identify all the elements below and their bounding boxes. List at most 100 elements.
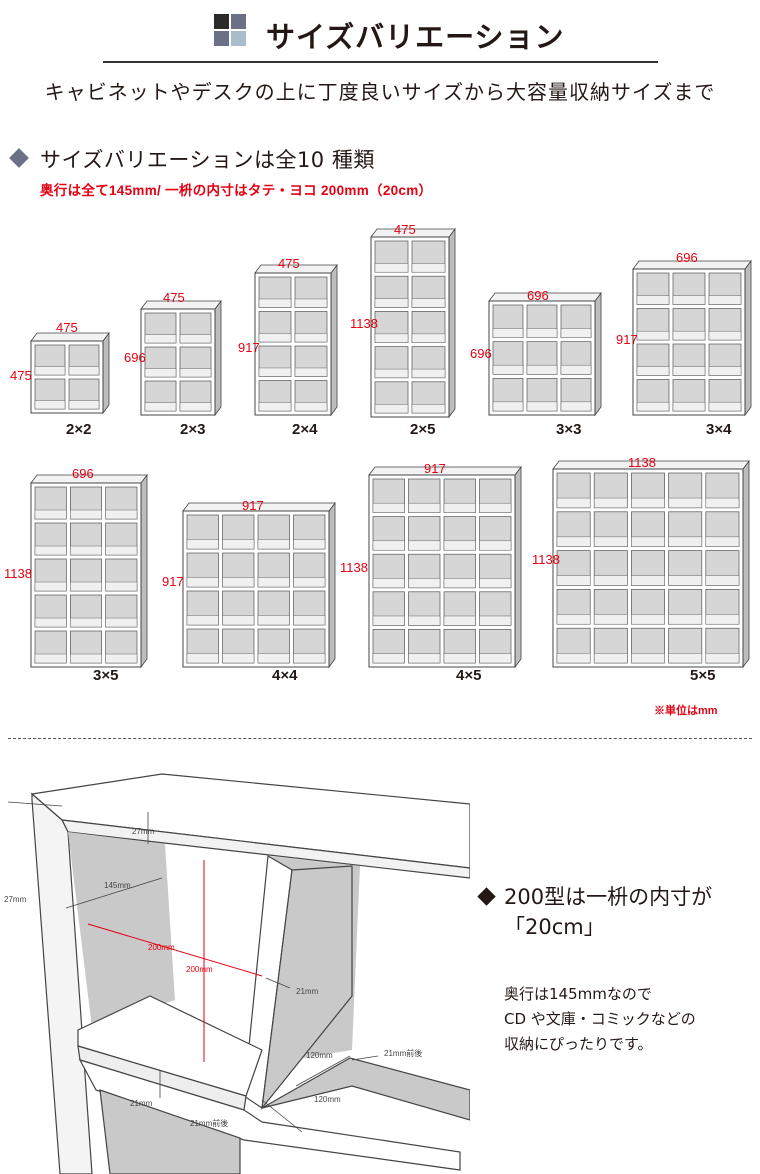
shelf-side-panel [742,460,750,669]
shelf-2×2-width-label: 475 [56,320,78,335]
shelf-cell-floor [560,328,592,338]
shelf-cell-floor [144,334,177,344]
detail-body-line2: CD や文庫・コミックなどの [504,1010,696,1028]
shelf-cell-floor [443,615,476,626]
shelf-cell-floor [70,581,102,592]
shelf-3×4-height-label: 917 [616,332,638,347]
shelf-cell-floor [34,545,67,556]
page-subtitle: キャビネットやデスクの上に丁度良いサイズから大容量収納サイズまで [44,80,716,104]
shelf-cell-floor [408,653,441,664]
shelf-cell-floor [443,653,476,664]
shelf-cell-floor [479,653,512,664]
shelf-cell-floor [258,333,292,343]
shelf-cell-floor [294,402,328,412]
logo-square-4 [231,31,246,46]
shelf-cell-floor [293,577,326,588]
shelf-cell-floor [593,497,628,509]
top-board-label: 27mm [132,827,155,836]
shelf-2×3-size-label: 2×3 [180,421,206,438]
shelf-cell-floor [560,364,592,375]
shelf-cell-floor [179,368,212,378]
shelf-cell-floor [222,577,255,588]
shelf-cell-floor [372,578,405,589]
shelf-2×4-drawing [254,264,338,417]
shelf-cell-floor [668,614,703,625]
side-board-label: 27mm [4,895,27,904]
shelf-cell-floor [631,536,665,547]
shelf-cell-floor [411,404,446,414]
shelf-cell-floor [68,400,100,410]
shelf-cell-floor [556,536,591,547]
shelf-cell-floor [408,502,441,513]
shelf-cell-floor [668,575,703,586]
shelf-cell-floor [443,540,476,551]
shelf-2×2-drawing [30,332,110,415]
shelf-cell-floor [411,333,446,343]
shelf-cell-floor [479,615,512,626]
shelf-cell-floor [374,333,409,343]
shelf-cell-floor [105,653,138,664]
shelf-2×3-drawing [140,300,222,417]
depth-120a-label: 120mm [306,1051,333,1060]
shelf-cell-floor [636,330,670,341]
shelf-cell-floor [668,653,703,664]
shelf-cell-floor [705,653,740,664]
shelf-side-panel [140,474,148,669]
logo-square-1 [214,14,229,29]
shelf-side-panel [594,292,602,417]
shelf-cell-floor [70,509,102,520]
shelf-cell-floor [186,653,219,664]
shelf-3×5-size-label: 3×5 [93,667,119,684]
shelf-cell-floor [294,367,328,377]
shelf-cell-floor [443,502,476,513]
shelf-cell-floor [492,401,524,412]
shelf-side-panel [102,332,110,415]
shelf-2×5-size-label: 2×5 [410,421,436,438]
shelf-cell-floor [257,539,290,550]
shelf-cell-floor [631,614,665,625]
shelf-cell-floor [672,401,706,412]
shelf-2×4-size-label: 2×4 [292,421,318,438]
shelf-cell-floor [294,298,328,308]
shelf-cell-floor [479,502,512,513]
detail-heading-line2: 「20cm」 [504,915,605,939]
shelf-cell-floor [708,330,742,341]
shelf-label: 21mm [130,1099,153,1108]
shelf-2×2-size-label: 2×2 [66,421,92,438]
shelf-cell-floor [374,263,409,273]
shelf-cell-floor [34,653,67,664]
shelf-cell-floor [636,401,670,412]
shelf-cell-floor [258,402,292,412]
shelf-2×5-drawing [370,228,456,419]
shelf-cell-floor [668,536,703,547]
shelf-4×4-drawing [182,502,336,669]
shelf-3×3-height-label: 696 [470,346,492,361]
shelf-4×4-size-label: 4×4 [272,667,298,684]
shelf-cell-floor [105,509,138,520]
shelf-side-panel [328,502,336,669]
shelf-cell-floor [374,298,409,308]
shelf-cell-floor [372,502,405,513]
shelf-detail-diagram: 27mm 27mm 145mm 200mm 200mm 21mm 120mm 2… [4,773,470,1174]
section-divider [8,738,752,739]
depth-120b-label: 120mm [314,1095,341,1104]
shelf-cell-floor [560,401,592,412]
shelf-4×5-drawing [368,466,522,669]
title-rule [103,61,658,63]
shelf-cell-floor [526,328,558,338]
shelf-cell-floor [411,298,446,308]
shelf-5×5-height-label: 1138 [532,552,560,567]
detail-body: 奥行は145mmなので CD や文庫・コミックなどの 収納にぴったりです。 [504,982,696,1057]
shelf-cell-floor [631,575,665,586]
logo-square-3 [214,31,229,46]
shelf-cell-floor [222,539,255,550]
logo-square-2 [231,14,246,29]
shelf-cell-floor [222,615,255,626]
shelf-cell-floor [105,581,138,592]
shelf-cell-floor [105,545,138,556]
shelf-cell-floor [526,364,558,375]
shelf-cell-floor [705,614,740,625]
shelf-cell-floor [34,509,67,520]
shelf-cell-floor [708,295,742,305]
shelf-cell-floor [593,614,628,625]
